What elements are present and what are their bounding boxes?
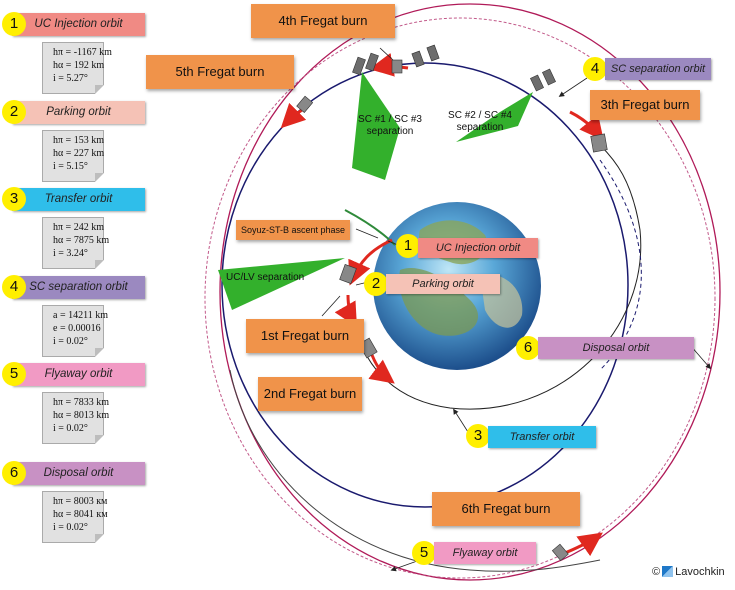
orbit-number-transfer: 3 <box>466 424 490 448</box>
legend-param: i = 5.15° <box>53 161 88 172</box>
legend-title: Disposal orbit <box>12 462 145 485</box>
first-burn-callout: 1st Fregat burn <box>246 319 364 353</box>
sc24-separation-line-2: separation <box>456 122 504 133</box>
legend-param: hα = 192 km <box>53 60 105 71</box>
legend-title: Parking orbit <box>12 101 145 124</box>
burn-arc-1 <box>334 294 357 328</box>
legend-params: hπ = 153 km hα = 227 km i = 5.15° <box>42 130 104 182</box>
orbit-tag-injection: UC Injection orbit <box>418 238 538 258</box>
orbit-number-parking: 2 <box>364 272 388 296</box>
legend-title: Flyaway orbit <box>12 363 145 386</box>
legend-number: 3 <box>2 187 26 211</box>
fourth-burn-callout: 4th Fregat burn <box>251 4 395 38</box>
lavochkin-logo: © Lavochkin <box>652 566 725 578</box>
legend-params: hπ = 242 km hα = 7875 km i = 3.24° <box>42 217 110 269</box>
legend-param: hπ = 153 km <box>53 135 104 146</box>
legend-param: hα = 8041 км <box>53 509 108 520</box>
legend-number: 4 <box>2 275 26 299</box>
legend-params: hπ = 8003 км hα = 8041 км i = 0.02° <box>42 491 108 543</box>
legend-title: UC Injection orbit <box>12 13 145 36</box>
orbit-tag-parking: Parking orbit <box>386 274 500 294</box>
legend-param: i = 0.02° <box>53 522 88 533</box>
legend-param: i = 0.02° <box>53 336 88 347</box>
legend-param: i = 5.27° <box>53 73 88 84</box>
legend-number: 6 <box>2 461 26 485</box>
sc24-separation-pointer <box>456 92 533 142</box>
legend-param: hπ = 7833 km <box>53 397 109 408</box>
orbit-tag-separation: SC separation orbit <box>605 58 711 80</box>
transfer-orbit-dashed <box>599 159 642 371</box>
flyaway-orbit-path <box>204 17 716 579</box>
sc24-separation-line-1: SC #2 / SC #4 <box>448 110 512 121</box>
legend-title: SC separation orbit <box>12 276 145 299</box>
pointer-line-burn-1 <box>321 295 341 317</box>
orbit-number-flyaway: 5 <box>412 541 436 565</box>
burn-arc-2 <box>368 354 395 384</box>
legend-param: hπ = -1167 km <box>53 47 112 58</box>
legend-param: i = 3.24° <box>53 248 88 259</box>
legend-param: i = 0.02° <box>53 423 88 434</box>
ascent-phase-callout: Soyuz-ST-B ascent phase <box>236 220 350 240</box>
pointer-line-separation <box>558 77 588 97</box>
burn-arc-4 <box>369 52 409 77</box>
sc24-separation-label: SC #2 / SC #4 separation <box>440 110 520 134</box>
orbit-number-disposal: 6 <box>516 336 540 360</box>
sc13-separation-label: SC #1 / SC #3 separation <box>350 114 430 138</box>
pointer-line-burn-4 <box>379 47 394 61</box>
legend-params: hπ = -1167 km hα = 192 km i = 5.27° <box>42 42 112 94</box>
pointer-line-ascent <box>355 228 379 239</box>
lavochkin-logo-icon <box>662 566 674 577</box>
sc13-separation-line-2: separation <box>366 126 414 137</box>
burn-arc-5 <box>280 102 307 129</box>
legend-param: a = 14211 km <box>53 310 108 321</box>
legend-number: 2 <box>2 100 26 124</box>
burn-arc-3 <box>569 110 604 141</box>
legend-title: Transfer orbit <box>12 188 145 211</box>
orbit-tag-flyaway: Flyaway orbit <box>434 542 536 564</box>
orbit-number-separation: 4 <box>583 57 607 81</box>
legend-param: hπ = 242 km <box>53 222 104 233</box>
orbit-tag-transfer: Transfer orbit <box>488 426 596 448</box>
orbit-number-injection: 1 <box>396 234 420 258</box>
disposal-orbit-path <box>219 3 721 581</box>
spacecraft-icon <box>296 44 608 561</box>
separation-orbit-path <box>221 62 629 508</box>
legend-param: hπ = 8003 км <box>53 496 108 507</box>
logo-name: Lavochkin <box>675 566 725 578</box>
uc-lv-separation-label: UC/LV separation <box>226 272 305 283</box>
legend-params: hπ = 7833 km hα = 8013 km i = 0.02° <box>42 392 110 444</box>
uc-lv-separation-pointer <box>218 258 345 310</box>
sixth-burn-callout: 6th Fregat burn <box>432 492 580 526</box>
legend-param: hα = 8013 km <box>53 410 110 421</box>
fifth-burn-callout: 5th Fregat burn <box>146 55 294 89</box>
sc13-separation-line-1: SC #1 / SC #3 <box>358 114 422 125</box>
third-burn-callout: 3th Fregat burn <box>590 90 700 120</box>
legend-param: hα = 227 km <box>53 148 105 159</box>
legend-number: 5 <box>2 362 26 386</box>
legend-number: 1 <box>2 12 26 36</box>
second-burn-callout: 2nd Fregat burn <box>258 377 362 411</box>
copyright-symbol: © <box>652 566 661 578</box>
legend-param: e = 0.00016 <box>53 323 101 334</box>
legend-param: hα = 7875 km <box>53 235 110 246</box>
sc13-separation-pointer <box>352 72 400 180</box>
legend-params: a = 14211 km e = 0.00016 i = 0.02° <box>42 305 108 357</box>
orbit-tag-disposal: Disposal orbit <box>538 337 694 359</box>
pointer-line-transfer <box>453 408 469 433</box>
